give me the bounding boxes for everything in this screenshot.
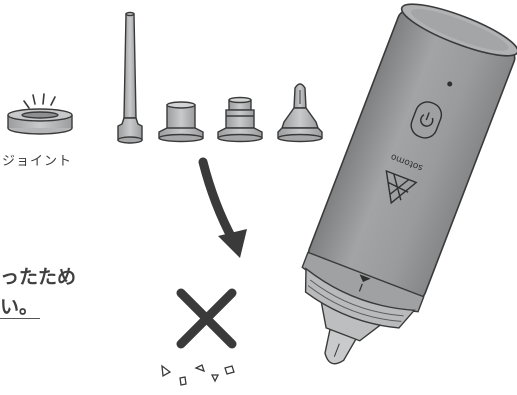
wide-nozzle-part (159, 102, 203, 142)
note-text-line2: い。 (0, 292, 38, 319)
joint-part (8, 109, 72, 134)
long-nozzle-part (118, 13, 142, 144)
curved-arrow-icon (203, 162, 247, 258)
note-text-line1: ったため (0, 262, 76, 289)
stepped-nozzle-part (218, 98, 262, 142)
sparkle-icon (24, 94, 55, 108)
joint-label: ジョイント (2, 150, 72, 169)
pointed-nozzle-part (278, 84, 322, 142)
broken-fragments-icon (162, 365, 234, 385)
note-underline (0, 318, 40, 319)
cross-icon (181, 293, 232, 344)
pump-device: sotomo (274, 0, 517, 385)
